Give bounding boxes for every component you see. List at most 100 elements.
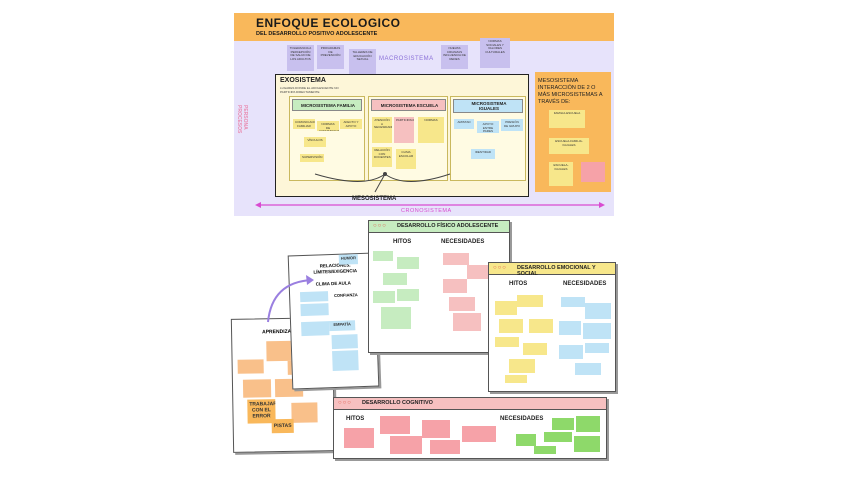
micro-note: IDENTIDAD [471, 149, 495, 159]
cognitivo-necesidades-label: NECESIDADES [500, 416, 544, 422]
micro-note: RELACIÓN CON DOCENTES [372, 147, 392, 167]
macro-note: NUEVAS CRIANZAS INFLUENCIA DE REDES [441, 45, 468, 69]
meso-note: ESCUELA-FAMILIA-IGUALES [549, 138, 589, 154]
mesosistema-label: MESOSISTEMA [352, 196, 397, 202]
aprendizaje-note [237, 359, 264, 374]
micro-note: PRESIÓN DE GRUPO [501, 119, 523, 131]
fisico-note [373, 251, 393, 261]
microsistema-escuela-box: MICROSISTEMA ESCUELA ATENCIÓN A NECESIDA… [368, 96, 448, 181]
emocional-note [495, 337, 519, 347]
cognitivo-need [576, 416, 600, 432]
micro-note: COMUNICACIÓN FAMILIAR [293, 119, 315, 129]
mesosistema-desc: MESOSISTEMA INTERACCIÓN DE 2 O MÁS MICRO… [538, 78, 603, 105]
emocional-need [561, 297, 585, 307]
cognitivo-note [430, 440, 460, 454]
fisico-need [453, 313, 481, 331]
exosystem-desc: LUGARES DONDE EL ADOLESCENTE NO PARTICIP… [280, 86, 339, 94]
fisico-title: DESARROLLO FÍSICO ADOLESCENTE [397, 223, 499, 229]
fisico-necesidades-label: NECESIDADES [441, 239, 485, 245]
exosystem-label: EXOSISTEMA [280, 77, 326, 84]
microsistema-familia-box: MICROSISTEMA FAMILIA COMUNICACIÓN FAMILI… [289, 96, 365, 181]
microsistema-iguales-header: MICROSISTEMA IGUALES [453, 99, 523, 113]
window-dots-icon: ○○○ [493, 265, 507, 271]
micro-note: PARTICIPACIÓN [394, 117, 414, 143]
cognitivo-hitos-label: HITOS [346, 416, 365, 422]
aprendizaje-note [242, 379, 272, 398]
fisico-card: ○○○ DESARROLLO FÍSICO ADOLESCENTE HITOS … [368, 220, 510, 353]
persona-procesos-label: PERSONA PROCESOS [236, 105, 248, 134]
macro-note: PROGRAMAS DE PREVENCIÓN [317, 45, 344, 69]
page-title: ENFOQUE ECOLOGICO [256, 16, 401, 30]
fisico-need [443, 253, 469, 265]
cognitivo-card: ○○○ DESARROLLO COGNITIVO HITOS NECESIDAD… [333, 397, 607, 459]
emocional-note [495, 301, 517, 315]
cognitivo-note [380, 416, 410, 434]
macro-note: TALLERES DE EDUCACIÓN SEXUAL [349, 49, 376, 75]
mesosistema-panel: MESOSISTEMA INTERACCIÓN DE 2 O MÁS MICRO… [535, 72, 611, 192]
fisico-note [381, 307, 411, 329]
macro-note: NORMAS SOCIALES Y VALORES CULTURALES [480, 38, 510, 68]
pistas-note: PISTAS [271, 418, 294, 434]
emocional-need [585, 343, 609, 353]
meso-connectors [314, 172, 451, 193]
header-banner: ENFOQUE ECOLOGICO DEL DESARROLLO POSITIV… [234, 13, 614, 41]
fisico-need [443, 279, 467, 293]
emocional-title: DESARROLLO EMOCIONAL Y SOCIAL [517, 265, 596, 277]
emocional-card: ○○○ DESARROLLO EMOCIONAL Y SOCIAL HITOS … [488, 262, 616, 392]
emocional-note [505, 375, 527, 383]
emocional-note [529, 319, 553, 333]
curved-arrow [267, 275, 314, 323]
cognitivo-title-bar: ○○○ DESARROLLO COGNITIVO [334, 398, 606, 410]
microsistema-familia-label: MICROSISTEMA FAMILIA [300, 103, 356, 108]
relaciones-note [331, 334, 358, 350]
cognitivo-need [552, 418, 574, 430]
macrosistema-label: MACROSISTEMA [379, 56, 434, 62]
micro-note: AFECTO Y APOYO [340, 119, 362, 129]
fisico-note [397, 289, 419, 301]
page-subtitle: DEL DESARROLLO POSITIVO ADOLESCENTE [256, 31, 378, 37]
emocional-need [559, 321, 581, 335]
micro-note: CLIMA ESCOLAR [396, 149, 416, 169]
window-dots-icon: ○○○ [373, 223, 387, 229]
emocional-note [509, 359, 535, 373]
micro-note: ATENCIÓN A NECESIDADES [372, 117, 392, 143]
micro-note: AMISTAD [454, 119, 474, 129]
meso-note: FAMILIA-ESCUELA [549, 110, 585, 128]
emocional-need [575, 363, 601, 375]
fisico-title-bar: ○○○ DESARROLLO FÍSICO ADOLESCENTE [369, 221, 509, 233]
cognitivo-note [390, 436, 422, 454]
fisico-need [449, 297, 475, 311]
fisico-note [397, 257, 419, 269]
micro-note: VÍNCULOS [304, 137, 326, 147]
microsistema-familia-header: MICROSISTEMA FAMILIA [292, 99, 362, 111]
window-dots-icon: ○○○ [338, 400, 352, 406]
cognitivo-need [534, 446, 556, 454]
emocional-note [517, 295, 543, 307]
cronosistema-label: CRONOSISTEMA [401, 208, 452, 214]
micro-note: SUPERVISIÓN [300, 154, 324, 162]
meso-note: ESCUELA-IGUALES [549, 162, 573, 186]
cognitivo-need [574, 436, 600, 452]
cronosistema-arrow [255, 202, 605, 208]
micro-note: APOYO ENTRE PARES [477, 121, 499, 133]
confianza-label: CONFIANZA [334, 292, 358, 298]
empatia-note: EMPATÍA [329, 320, 356, 332]
macro-note: TOLERANCIA A PERCEPCIÓN DE SALUD DE LOS … [287, 45, 314, 71]
micro-note: NORMAS DE CONVIVENCIA [317, 121, 339, 131]
micro-note: NORMAS [418, 117, 444, 143]
relaciones-note [332, 350, 359, 372]
aprendizaje-note [291, 402, 318, 423]
meso-note-extra [581, 162, 605, 182]
fisico-note [383, 273, 407, 285]
emocional-need [583, 323, 611, 339]
microsistema-escuela-header: MICROSISTEMA ESCUELA [371, 99, 446, 111]
emocional-note [499, 319, 523, 333]
emocional-hitos-label: HITOS [509, 281, 528, 287]
cognitivo-note [422, 420, 450, 438]
cognitivo-note [462, 426, 496, 442]
emocional-title-bar: ○○○ DESARROLLO EMOCIONAL Y SOCIAL [489, 263, 615, 277]
microsistema-escuela-label: MICROSISTEMA ESCUELA [380, 103, 439, 108]
emocional-note [523, 343, 547, 355]
emocional-need [585, 303, 611, 319]
fisico-hitos-label: HITOS [393, 239, 412, 245]
